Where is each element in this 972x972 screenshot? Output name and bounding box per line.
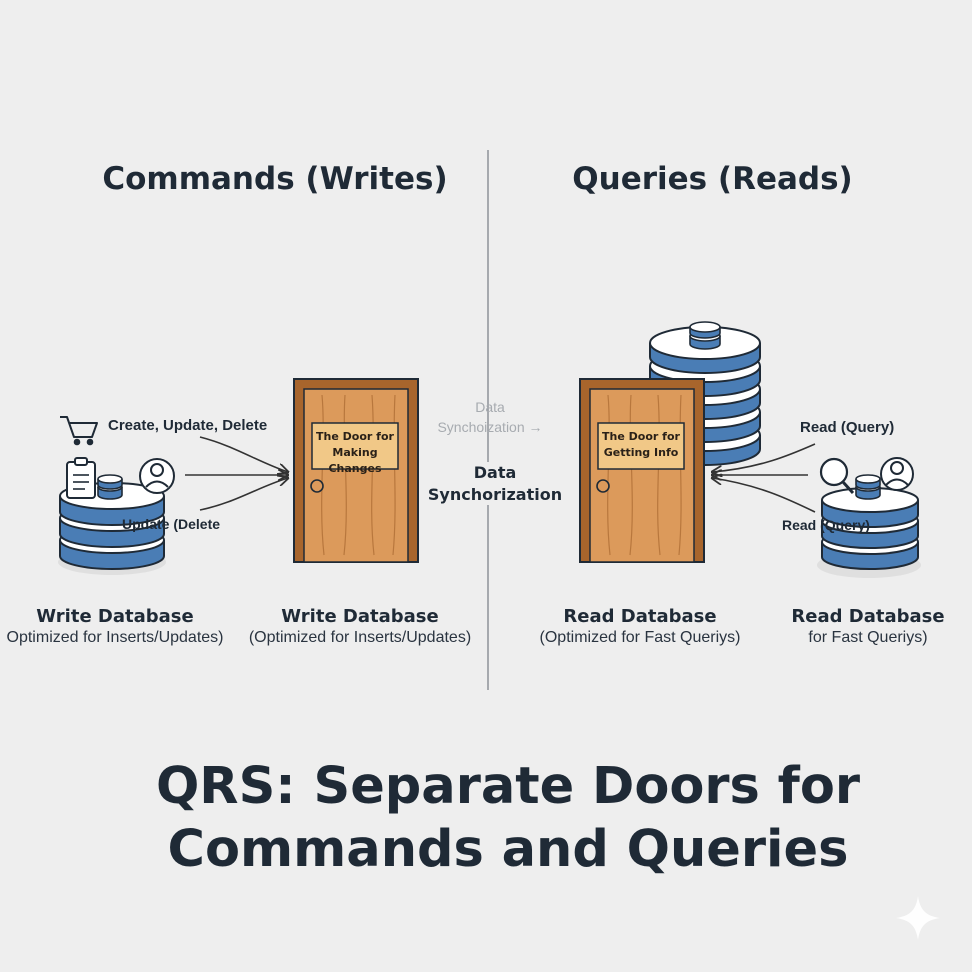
clipboard-icon	[66, 457, 96, 499]
read-query-lower-label: Read (Query)	[782, 517, 870, 533]
top-mini-database-icon	[689, 321, 721, 350]
read-db-caption-1: Read Database (Optimized for Fast Queriy…	[539, 606, 741, 646]
door-label-read: The Door for Getting Info	[602, 430, 680, 459]
small-database-icon	[97, 474, 123, 500]
write-db-caption-1: Write Database Optimized for Inserts/Upd…	[6, 606, 224, 646]
write-database-icon	[58, 482, 166, 575]
create-update-delete-label: Create, Update, Delete	[108, 417, 268, 434]
read-query-upper-label: Read (Query)	[800, 419, 895, 436]
magnifier-icon	[819, 457, 855, 495]
sparkle-icon	[896, 896, 940, 940]
read-db-caption-2: Read Database for Fast Queriys)	[791, 606, 945, 646]
door-icon	[293, 378, 419, 563]
write-arrows	[185, 436, 288, 511]
read-database-small-icon	[817, 487, 921, 578]
user-icon-right	[880, 457, 914, 491]
shopping-cart-icon	[60, 416, 98, 446]
read-arrows	[712, 443, 816, 513]
faint-sync-label: Data Synchoization →	[437, 399, 543, 435]
door-label-write: The Door for Making Changes	[316, 430, 394, 475]
door-icon-right	[579, 378, 705, 563]
commands-heading: Commands (Writes)	[102, 161, 448, 197]
update-delete-label: Update (Delete	[122, 516, 221, 532]
user-icon	[139, 458, 175, 494]
write-db-caption-2: Write Database (Optimized for Inserts/Up…	[248, 606, 472, 646]
small-database-icon-right	[855, 474, 881, 500]
data-synchronization-label: Data Synchorization	[420, 462, 570, 506]
main-title: QRS: Separate Doors for Commands and Que…	[155, 757, 861, 880]
queries-heading: Queries (Reads)	[572, 161, 853, 197]
